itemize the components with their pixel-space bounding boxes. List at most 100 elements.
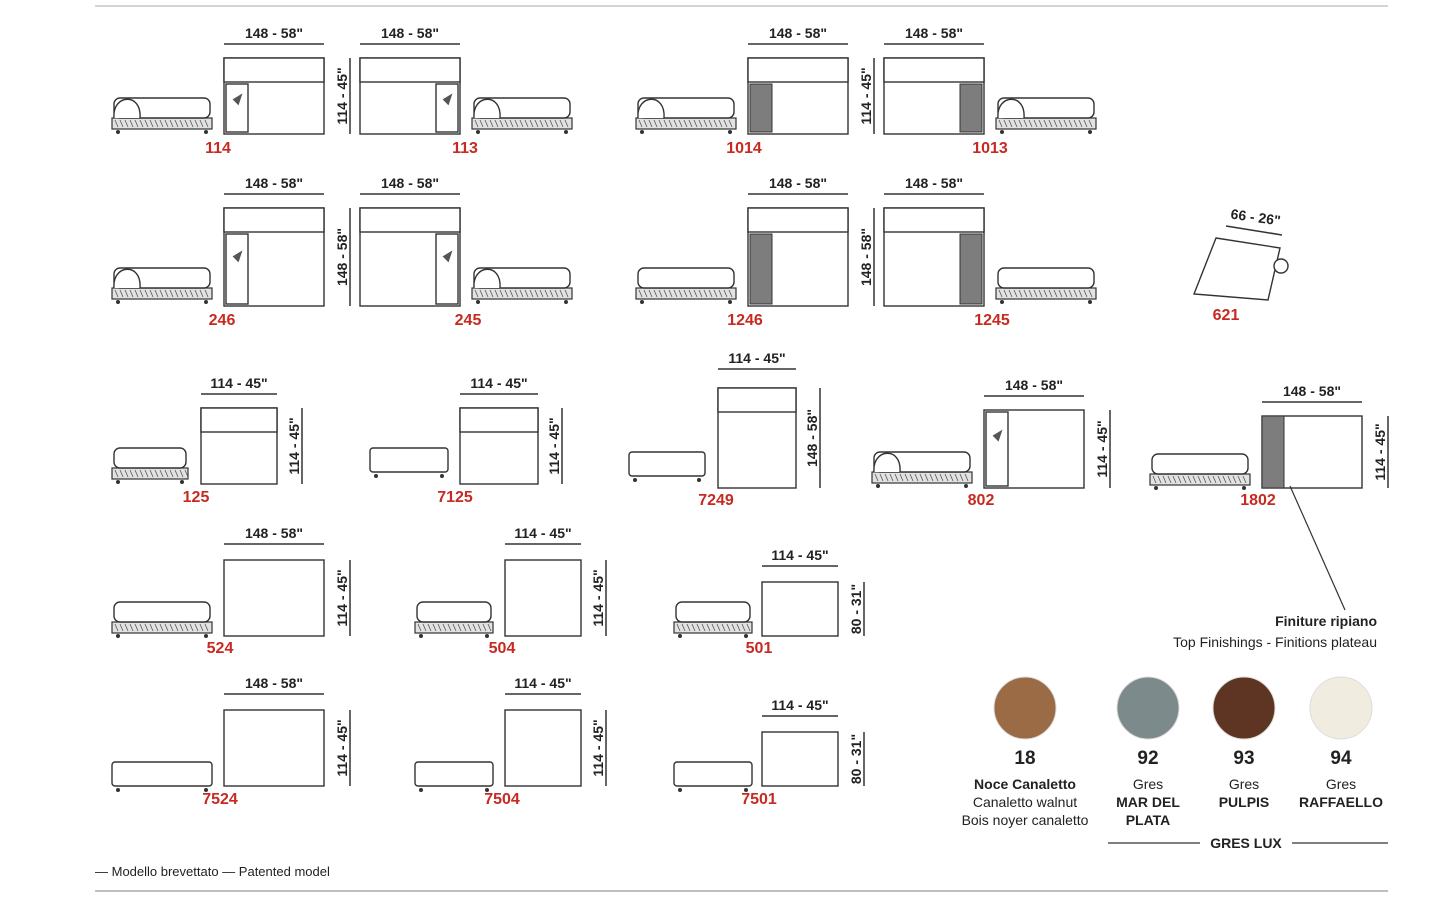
swatch-number: 92	[1137, 748, 1158, 769]
seat-plan	[761, 581, 839, 637]
backrest-top	[717, 387, 797, 413]
module-code-125: 125	[183, 489, 210, 506]
width-dimension-label: 66 - 26"	[1230, 206, 1282, 229]
swatch-number: 94	[1330, 748, 1352, 769]
backrest-top	[747, 207, 849, 233]
callout-line	[1289, 485, 1346, 611]
swatch-number: 18	[1014, 748, 1035, 769]
width-dimension-label: 148 - 58"	[245, 675, 303, 691]
width-dimension-label: 148 - 58"	[769, 25, 827, 41]
lamp-icon	[992, 429, 1003, 442]
module-code-7504: 7504	[484, 791, 520, 808]
pouf-side-view	[414, 761, 494, 787]
swatch-circle	[1309, 676, 1373, 740]
wood-top-panel	[749, 233, 773, 305]
side-elevation	[111, 601, 213, 638]
side-table-panel	[225, 83, 249, 133]
side-elevation	[414, 601, 494, 638]
side-elevation	[995, 97, 1097, 134]
pouf-side-view	[673, 761, 753, 787]
lamp-icon	[442, 250, 453, 263]
module-code-7501: 7501	[741, 791, 777, 808]
width-dimension-label: 148 - 58"	[905, 25, 963, 41]
side-table-panel	[225, 233, 249, 305]
gres-lux-label: GRES LUX	[1210, 835, 1282, 851]
wood-top-panel	[749, 83, 773, 133]
width-dimension-label: 148 - 58"	[905, 175, 963, 191]
swatch-label-line: Bois noyer canaletto	[962, 812, 1089, 828]
module-code-7249: 7249	[698, 492, 734, 509]
depth-dimension-label: 114 - 45"	[1372, 423, 1388, 480]
module-code-1014: 1014	[726, 140, 762, 157]
width-dimension-label: 114 - 45"	[771, 697, 828, 713]
pouf-side-view	[369, 447, 449, 473]
module-code-245: 245	[455, 312, 482, 329]
swatch-label-line: PULPIS	[1219, 794, 1270, 810]
width-dimension-label: 114 - 45"	[771, 547, 828, 563]
module-code-501: 501	[746, 640, 773, 657]
width-dimension-label: 148 - 58"	[381, 25, 439, 41]
swatch-number: 93	[1233, 748, 1254, 769]
depth-dimension-label: 148 - 58"	[804, 409, 820, 467]
finishings-subtitle: Top Finishings - Finitions plateau	[1173, 634, 1377, 650]
seat-plan	[504, 709, 582, 787]
seat-plan	[223, 709, 325, 787]
swatch-label-line: Noce Canaletto	[974, 776, 1076, 792]
wood-top-panel	[959, 83, 983, 133]
depth-dimension-label: 114 - 45"	[858, 67, 874, 124]
side-elevation	[111, 97, 213, 134]
cushion-drawing	[1193, 237, 1281, 301]
backrest-top	[747, 57, 849, 83]
width-dimension-label: 114 - 45"	[514, 525, 571, 541]
lamp-icon	[442, 93, 453, 106]
depth-dimension-label: 148 - 58"	[334, 228, 350, 286]
width-dimension-label: 148 - 58"	[381, 175, 439, 191]
side-elevation	[471, 97, 573, 134]
depth-dimension-label: 80 - 31"	[848, 734, 864, 784]
module-code-1245: 1245	[974, 312, 1010, 329]
swatch-label-line: RAFFAELLO	[1299, 794, 1383, 810]
side-elevation	[1149, 453, 1251, 490]
swatch-circle	[1116, 676, 1180, 740]
seat-plan	[223, 559, 325, 637]
width-dimension-label: 148 - 58"	[245, 175, 303, 191]
side-elevation	[635, 97, 737, 134]
cushion-roll	[1273, 258, 1289, 274]
depth-dimension-label: 80 - 31"	[848, 584, 864, 634]
swatch-label-line: MAR DEL	[1116, 794, 1180, 810]
depth-dimension-label: 114 - 45"	[546, 417, 562, 474]
side-table-panel	[985, 411, 1009, 487]
finishings-title: Finiture ripiano	[1275, 613, 1377, 629]
side-table-panel	[435, 83, 459, 133]
side-table-panel	[435, 233, 459, 305]
module-code-524: 524	[207, 640, 234, 657]
module-code-1802: 1802	[1240, 492, 1276, 509]
width-dimension-label: 148 - 58"	[1005, 377, 1063, 393]
module-code-1246: 1246	[727, 312, 763, 329]
swatch-label-line: PLATA	[1126, 812, 1171, 828]
module-code-114: 114	[205, 140, 231, 157]
width-dimension-label: 148 - 58"	[245, 525, 303, 541]
width-dimension-label: 114 - 45"	[514, 675, 571, 691]
lamp-icon	[232, 250, 243, 263]
lamp-icon	[232, 93, 243, 106]
depth-dimension-label: 114 - 45"	[334, 67, 350, 124]
depth-dimension-label: 114 - 45"	[334, 569, 350, 626]
pouf-side-view	[111, 761, 213, 787]
backrest-top	[883, 207, 985, 233]
module-code-246: 246	[209, 312, 236, 329]
side-elevation	[635, 267, 737, 304]
backrest-top	[200, 407, 278, 433]
backrest-top	[223, 57, 325, 83]
pouf-side-view	[628, 451, 706, 477]
depth-dimension-label: 114 - 45"	[334, 719, 350, 776]
backrest-top	[459, 407, 539, 433]
module-code-802: 802	[968, 492, 995, 509]
swatch-label-line: Gres	[1229, 776, 1259, 792]
backrest-top	[359, 207, 461, 233]
width-dimension-label: 114 - 45"	[728, 350, 785, 366]
backrest-top	[223, 207, 325, 233]
